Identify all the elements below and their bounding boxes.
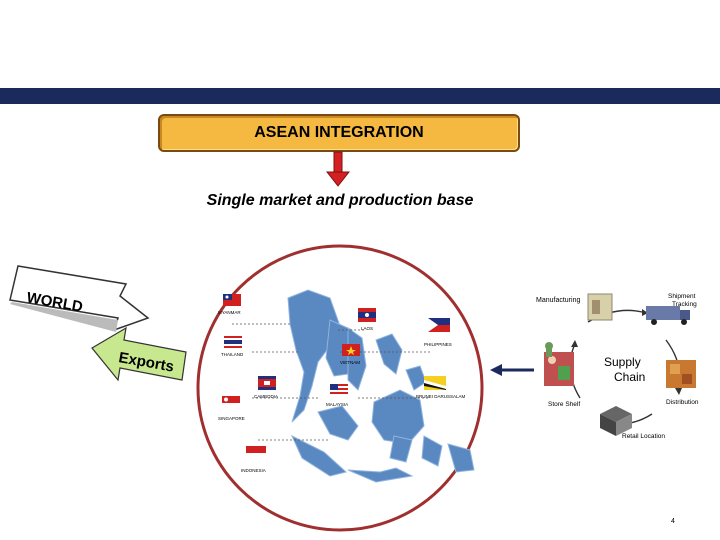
flag-thailand-icon bbox=[224, 336, 242, 348]
exports-arrow: Exports bbox=[91, 326, 187, 382]
asean-map: MYANMAR LAOS THAILAND PHILIPPINES VIETNA… bbox=[196, 244, 484, 532]
label-chain: Chain bbox=[614, 370, 645, 384]
left-arrow-icon bbox=[490, 364, 534, 376]
header-band bbox=[0, 88, 720, 104]
label-malaysia: MALAYSIA bbox=[326, 402, 348, 407]
label-myanmar: MYANMAR bbox=[218, 310, 241, 315]
store-shelf-image bbox=[544, 352, 574, 386]
flag-singapore-icon bbox=[222, 396, 240, 410]
flag-philippines-icon bbox=[428, 318, 450, 332]
flag-cambodia-icon bbox=[258, 376, 276, 390]
flag-vietnam-icon bbox=[342, 344, 360, 356]
retail-building-icon bbox=[600, 406, 632, 436]
down-arrow-icon bbox=[326, 151, 350, 187]
label-brunei: BRUNEI DARUSSALAM bbox=[416, 394, 466, 399]
header-gap bbox=[0, 84, 720, 86]
title-box: ASEAN INTEGRATION bbox=[158, 114, 520, 152]
label-vietnam: VIETNAM bbox=[340, 360, 360, 365]
label-thailand: THAILAND bbox=[221, 352, 244, 357]
flag-indonesia-icon bbox=[246, 446, 266, 460]
page-title: ASEAN INTEGRATION bbox=[254, 124, 424, 141]
label-tracking: Tracking bbox=[672, 301, 697, 308]
page-number: 4 bbox=[671, 518, 675, 525]
flag-laos-icon bbox=[358, 308, 376, 322]
label-retail: Retail Location bbox=[622, 433, 665, 440]
label-indonesia: INDONESIA bbox=[241, 468, 266, 473]
label-distribution: Distribution bbox=[666, 399, 699, 406]
manufacturing-image bbox=[587, 293, 613, 321]
map-landmass bbox=[287, 289, 475, 483]
flag-myanmar-icon bbox=[223, 294, 241, 306]
label-philippines: PHILIPPINES bbox=[424, 342, 452, 347]
label-supply: Supply bbox=[604, 355, 641, 369]
supply-chain-diagram: Manufacturing Shipment Tracking Supply C… bbox=[536, 293, 699, 440]
distribution-image bbox=[666, 360, 696, 388]
label-manufacturing: Manufacturing bbox=[536, 297, 580, 304]
person-image bbox=[545, 342, 553, 357]
label-laos: LAOS bbox=[361, 326, 373, 331]
flag-malaysia-icon bbox=[330, 384, 348, 396]
label-shipment: Shipment bbox=[668, 293, 696, 300]
world-arrow: WORLD bbox=[9, 265, 150, 332]
label-singapore: SINGAPORE bbox=[218, 416, 245, 421]
subtitle: Single market and production base bbox=[206, 192, 474, 209]
label-store-shelf: Store Shelf bbox=[548, 401, 580, 408]
shipment-truck-icon bbox=[646, 306, 690, 325]
flag-brunei-icon bbox=[424, 376, 446, 390]
label-cambodia: CAMBODIA bbox=[254, 394, 278, 399]
leader-lines bbox=[232, 323, 430, 441]
